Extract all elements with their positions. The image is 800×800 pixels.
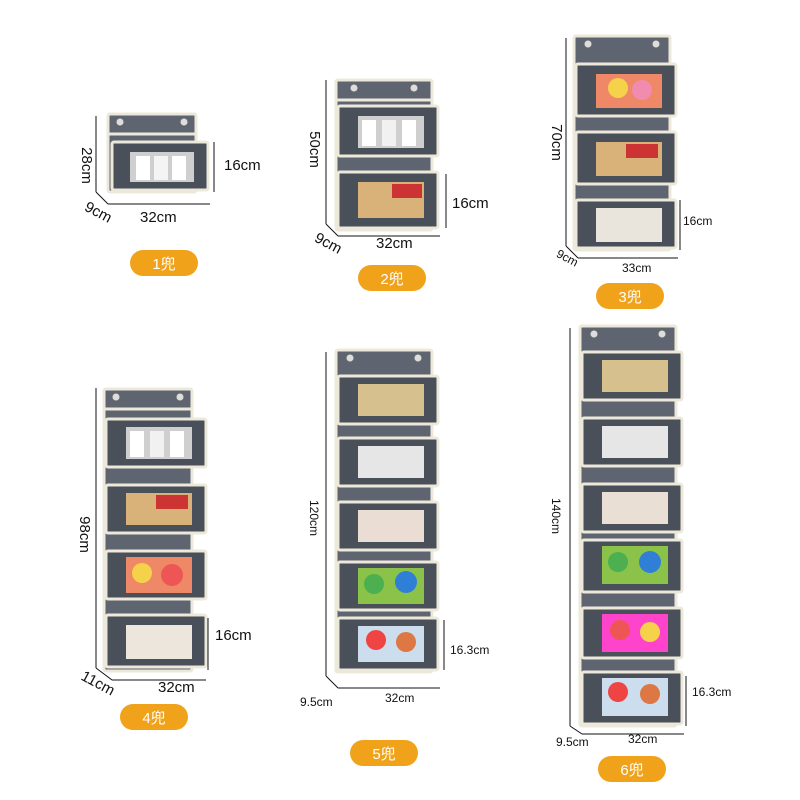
organizer-3-badge: 3兜 — [596, 283, 664, 309]
organizer-1-pocket-label: 16cm — [224, 157, 261, 174]
organizer-5-depth-label: 9.5cm — [300, 695, 333, 709]
grommet-icon — [651, 39, 661, 49]
grommet-icon — [179, 117, 189, 127]
organizer-6-pocket-label: 16.3cm — [692, 685, 732, 699]
organizer-6-width-label: 32cm — [628, 732, 658, 746]
grommet-icon — [657, 329, 667, 339]
grommet-icon — [115, 117, 125, 127]
grommet-icon — [589, 329, 599, 339]
organizer-4-pocket — [102, 387, 208, 673]
grommet-icon — [583, 39, 593, 49]
organizer-2-badge: 2兜 — [358, 265, 426, 291]
organizer-1-pocket — [106, 112, 210, 194]
organizer-4-pocket-label: 16cm — [215, 627, 252, 644]
organizer-5-width-label: 32cm — [385, 691, 415, 705]
grommet-icon — [413, 353, 423, 363]
organizer-1-badge: 1兜 — [130, 250, 198, 276]
grommet-icon — [409, 83, 419, 93]
organizer-3-pocket-label: 16cm — [683, 214, 713, 228]
organizer-1-width-label: 32cm — [140, 209, 177, 226]
grommet-icon — [349, 83, 359, 93]
organizer-6-depth-label: 9.5cm — [556, 735, 589, 749]
organizer-4-badge: 4兜 — [120, 704, 188, 730]
organizer-3-pocket — [572, 34, 678, 252]
grommet-icon — [175, 392, 185, 402]
organizer-2-width-label: 32cm — [376, 235, 413, 252]
organizer-5-pocket-label: 16.3cm — [450, 643, 490, 657]
grommet-icon — [111, 392, 121, 402]
grommet-icon — [345, 353, 355, 363]
organizer-2-pocket-label: 16cm — [452, 195, 489, 212]
organizer-6-badge: 6兜 — [598, 756, 666, 782]
organizer-2-pocket — [334, 78, 440, 232]
organizer-3-width-label: 33cm — [622, 261, 652, 275]
organizer-5-pocket — [334, 348, 440, 674]
organizer-5-badge: 5兜 — [350, 740, 418, 766]
organizer-4-width-label: 32cm — [158, 679, 195, 696]
organizer-6-pocket — [578, 324, 684, 728]
